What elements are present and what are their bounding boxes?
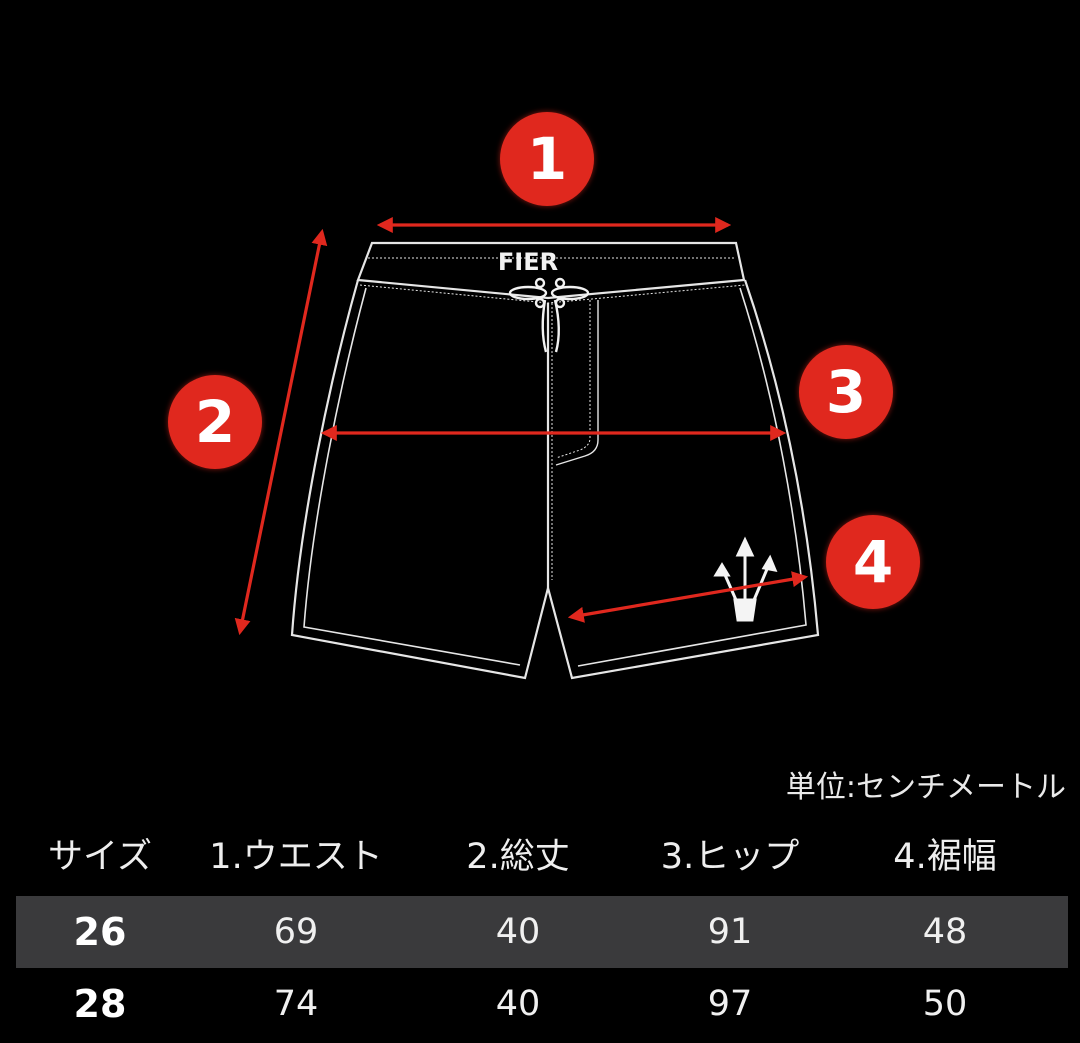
size-table: サイズ 1.ウエスト 2.総丈 3.ヒップ 4.裾幅 26 69 40 91 4… [0, 818, 1080, 1040]
badge-1-waist: 1 [500, 112, 594, 206]
arrow-length [234, 228, 328, 636]
table-row: 28 74 40 97 50 [0, 968, 1080, 1040]
header-length: 2.総丈 [466, 836, 570, 877]
header-waist: 1.ウエスト [209, 836, 383, 877]
cell-waist: 69 [273, 912, 319, 952]
cell-hem: 50 [922, 984, 968, 1024]
badge-3-hip: 3 [799, 345, 893, 439]
table-row: 26 69 40 91 48 [16, 896, 1068, 968]
cell-hip: 97 [707, 984, 753, 1024]
trident-icon [713, 536, 778, 622]
header-hem: 4.裾幅 [893, 836, 997, 877]
cell-hip: 91 [707, 912, 753, 952]
cell-size: 28 [73, 982, 127, 1026]
header-size: サイズ [48, 836, 152, 877]
badge-2-length: 2 [168, 375, 262, 469]
arrow-hem [567, 571, 809, 623]
shorts-measurement-diagram: FIER [234, 217, 820, 680]
unit-label: 単位:センチメートル [785, 770, 1066, 805]
badge-4-hem: 4 [826, 515, 920, 609]
header-hip: 3.ヒップ [660, 836, 800, 877]
cell-size: 26 [73, 910, 127, 954]
drawstring-icon [508, 277, 590, 353]
table-header-row: サイズ 1.ウエスト 2.総丈 3.ヒップ 4.裾幅 [0, 818, 1080, 888]
cell-length: 40 [495, 984, 541, 1024]
cell-hem: 48 [922, 912, 968, 952]
cell-waist: 74 [273, 984, 319, 1024]
waistband-logo: FIER [498, 248, 558, 276]
cell-length: 40 [495, 912, 541, 952]
